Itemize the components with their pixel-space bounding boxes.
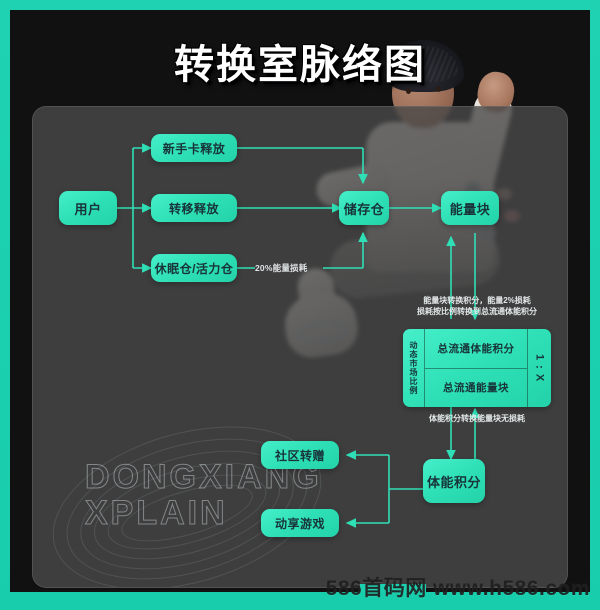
site-watermark: 586首码网 www.h586.com bbox=[325, 577, 590, 600]
ratio-value-column: 1 : X bbox=[527, 329, 551, 407]
node-newbie-card[interactable]: 新手卡释放 bbox=[151, 134, 237, 162]
node-fitness-points-label: 体能积分 bbox=[426, 474, 481, 490]
poster-card: 转换室脉络图 DONGXIANG XPLAIN bbox=[10, 10, 590, 592]
bottom-accent-tab bbox=[360, 584, 426, 592]
node-sleep-vitality-label: 休眠仓/活力仓 bbox=[154, 261, 234, 276]
ratio-row-bottom-label: 总流通能量块 bbox=[443, 382, 509, 395]
ratio-side-label: 动态市场比例 bbox=[409, 341, 418, 395]
node-energy-block-label: 能量块 bbox=[449, 201, 491, 217]
node-storage[interactable]: 储存仓 bbox=[339, 191, 389, 225]
node-transfer-release[interactable]: 转移释放 bbox=[151, 194, 237, 222]
node-sleep-vitality[interactable]: 休眠仓/活力仓 bbox=[151, 254, 237, 282]
node-newbie-card-label: 新手卡释放 bbox=[162, 141, 226, 156]
node-user-label: 用户 bbox=[74, 201, 102, 217]
node-community-gift[interactable]: 社区转赠 bbox=[261, 441, 339, 469]
diagram-panel: DONGXIANG XPLAIN bbox=[32, 106, 568, 588]
ratio-row-top-label: 总流通体能积分 bbox=[437, 342, 515, 355]
node-move-game[interactable]: 动享游戏 bbox=[261, 509, 339, 537]
flow-connectors bbox=[117, 143, 480, 528]
ratio-row-bottom: 总流通能量块 bbox=[425, 369, 527, 408]
node-storage-label: 储存仓 bbox=[343, 201, 385, 217]
ratio-value: 1 : X bbox=[533, 353, 546, 383]
node-move-game-label: 动享游戏 bbox=[274, 516, 325, 531]
node-community-gift-label: 社区转赠 bbox=[274, 448, 325, 463]
page-title: 转换室脉络图 bbox=[174, 43, 426, 87]
note-conversion-loss: 能量块转换积分，能量2%损耗 损耗按比例转换到总流通体能积分 bbox=[417, 296, 537, 316]
ratio-rows: 总流通体能积分 总流通能量块 bbox=[425, 329, 527, 407]
ratio-row-top: 总流通体能积分 bbox=[425, 329, 527, 369]
node-transfer-release-label: 转移释放 bbox=[168, 201, 219, 216]
ratio-table: 动态市场比例 总流通体能积分 总流通能量块 1 : X bbox=[403, 329, 551, 407]
edge-label-energy-loss: 20%能量损耗 bbox=[255, 263, 308, 273]
node-fitness-points[interactable]: 体能积分 bbox=[423, 459, 485, 503]
node-energy-block[interactable]: 能量块 bbox=[441, 191, 499, 225]
ratio-side-column: 动态市场比例 bbox=[403, 329, 425, 407]
note-no-loss: 体能积分转换能量块无损耗 bbox=[429, 414, 525, 423]
node-user[interactable]: 用户 bbox=[59, 191, 117, 225]
